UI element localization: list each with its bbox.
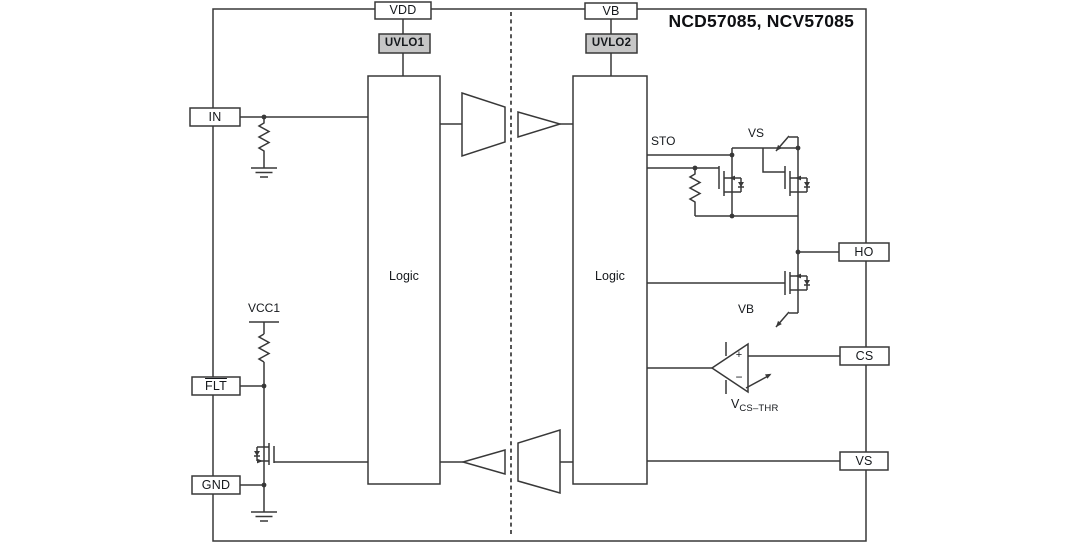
- pin-box-cs: [839, 346, 890, 366]
- sto-right-gate-zigzag: [762, 148, 785, 173]
- flt-mosfet: [254, 443, 368, 465]
- pin-box-vb: [584, 2, 638, 20]
- pin-label-vb: VB: [602, 3, 620, 18]
- sto-gate-resistor: [688, 168, 702, 216]
- rx-buffer-bottom: [460, 449, 506, 475]
- pin-label-gnd: GND: [201, 477, 231, 492]
- part-number-title: NCD57085, NCV57085: [668, 11, 854, 31]
- vcc1-pullup-resistor: [249, 321, 279, 512]
- pin-label-cs: CS: [855, 348, 874, 363]
- vs-net-label: VS: [748, 126, 765, 140]
- sto-net-label: STO: [651, 134, 676, 148]
- pin-box-gnd: [191, 475, 241, 495]
- pin-label-flt: FLT: [205, 378, 227, 393]
- sto-network: [647, 137, 810, 313]
- sto-mosfet-left: [718, 166, 744, 196]
- pin-box-in: [189, 107, 241, 127]
- vb-node-arrow: [775, 311, 798, 328]
- cs-comparator: [647, 342, 840, 394]
- pin-box-ho: [838, 242, 890, 262]
- uvlo1-block: [378, 33, 431, 54]
- sto-mosfet-right: [784, 166, 810, 196]
- vcs-thr-label: VCS–THR: [731, 397, 779, 414]
- logic-left-label: Logic: [389, 268, 419, 283]
- in-ground-symbol: [251, 167, 277, 178]
- comparator-triangle: [710, 342, 749, 394]
- comparator-plus-sign: +: [735, 348, 743, 361]
- pin-box-flt: [191, 376, 241, 396]
- rx-buffer-top: [517, 111, 563, 139]
- vs-node-arrow: [775, 135, 798, 152]
- comparator-minus-sign: −: [735, 370, 743, 384]
- vb-net-label: VB: [738, 302, 755, 316]
- pin-label-vdd: VDD: [389, 3, 417, 18]
- logic-block-left: [367, 75, 441, 485]
- uvlo1-label: UVLO1: [384, 36, 425, 49]
- uvlo2-label: UVLO2: [591, 36, 632, 49]
- in-pulldown-resistor: [257, 117, 271, 168]
- ic-boundary: [212, 8, 867, 542]
- tx-buffer-top: [461, 91, 506, 158]
- threshold-adjust-arrow: [745, 374, 771, 389]
- ho-lower-mosfet: [647, 271, 810, 295]
- pin-box-vdd: [374, 1, 432, 20]
- logic-block-right: [572, 75, 648, 485]
- pin-label-ho: HO: [854, 244, 874, 259]
- pin-label-vs: VS: [855, 453, 873, 468]
- junction-dots: [261, 114, 801, 488]
- gnd-ground-symbol: [251, 511, 277, 522]
- vcc1-net-label: VCC1: [247, 301, 280, 315]
- tx-buffer-bottom: [517, 428, 561, 494]
- uvlo2-block: [585, 33, 638, 54]
- pin-label-in: IN: [208, 109, 222, 124]
- pin-box-vs: [839, 451, 889, 471]
- logic-right-label: Logic: [595, 268, 625, 283]
